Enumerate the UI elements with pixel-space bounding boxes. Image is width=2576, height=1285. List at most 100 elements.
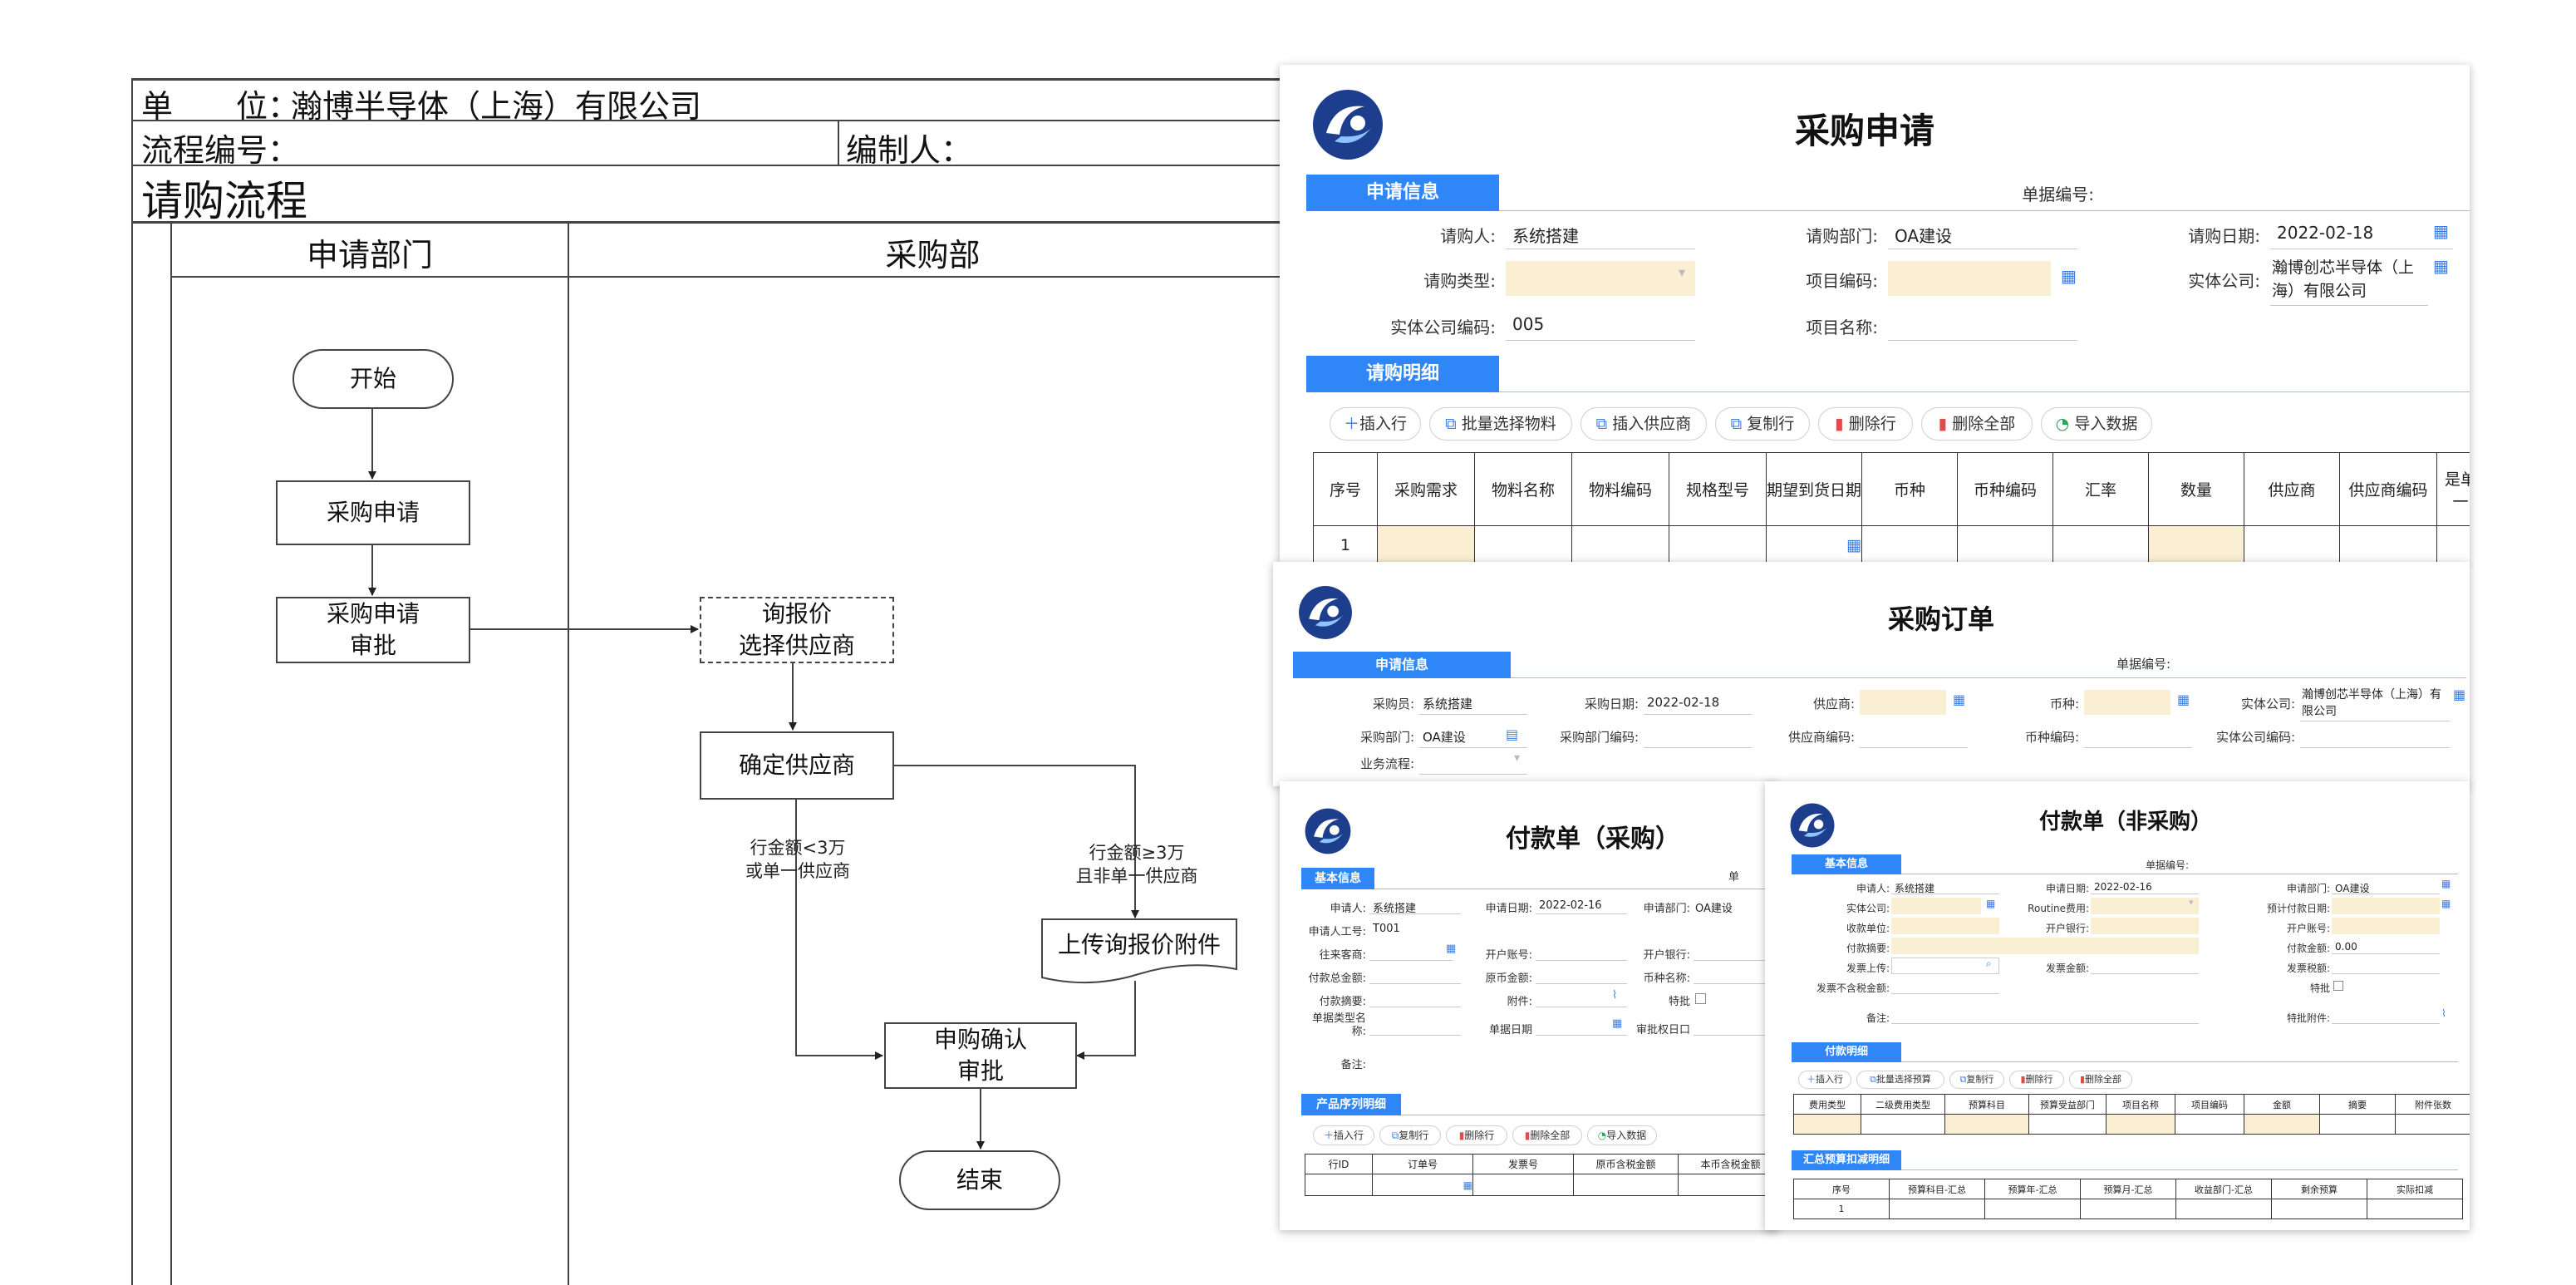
lookup-icon[interactable]: ▦	[1372, 1174, 1473, 1196]
table-cell[interactable]	[1793, 1114, 1861, 1135]
invoice-upload-field[interactable]	[1891, 958, 1999, 974]
dept-field[interactable]	[1419, 725, 1527, 748]
insert-supplier-button[interactable]: ⧉ 插入供应商	[1581, 407, 1707, 441]
table-cell[interactable]	[1474, 525, 1572, 564]
flow-select[interactable]	[1419, 751, 1527, 775]
batch-select-budget-button[interactable]: ⧉批量选择预算	[1856, 1071, 1944, 1089]
lookup-icon[interactable]: ▦	[1986, 898, 1996, 909]
lookup-icon[interactable]: ▦	[2433, 256, 2449, 276]
delete-row-button[interactable]: ▮删除行	[2009, 1071, 2064, 1089]
attachment-field[interactable]	[1536, 989, 1627, 1007]
applicant-field[interactable]	[1891, 878, 1999, 894]
table-cell[interactable]	[1305, 1174, 1373, 1196]
insert-row-button[interactable]: ＋插入行	[1798, 1071, 1851, 1089]
table-cell[interactable]	[1957, 525, 2053, 564]
lookup-icon[interactable]: ▦	[2453, 687, 2466, 702]
copy-row-button[interactable]: ⧉复制行	[1949, 1071, 2004, 1089]
chevron-down-icon[interactable]: ▾	[2189, 897, 2194, 908]
applicant-field[interactable]	[1369, 896, 1461, 914]
entity-field[interactable]	[2300, 685, 2450, 721]
table-cell[interactable]	[2052, 525, 2149, 564]
requester-field[interactable]	[1506, 218, 1695, 249]
type-select[interactable]	[1506, 261, 1695, 296]
delete-row-button[interactable]: ▮删除行	[1446, 1125, 1507, 1145]
summary-field[interactable]	[1891, 938, 2199, 954]
table-cell[interactable]	[1944, 1114, 2029, 1135]
project-code-field[interactable]	[1888, 261, 2051, 296]
special-checkbox[interactable]	[2333, 981, 2343, 991]
special-checkbox[interactable]	[1695, 993, 1706, 1004]
lookup-icon[interactable]: ▦	[2441, 878, 2451, 889]
orig-amount-field[interactable]	[1536, 966, 1627, 984]
entity-field[interactable]	[2270, 256, 2428, 306]
supplier-code-field[interactable]	[1860, 725, 1968, 748]
table-cell[interactable]	[2339, 525, 2437, 564]
invoice-excl-field[interactable]	[1891, 977, 1999, 994]
copy-row-button[interactable]: ⧉复制行	[1379, 1125, 1441, 1145]
project-name-field[interactable]	[1888, 309, 2077, 341]
date-field[interactable]	[1536, 896, 1627, 914]
date-field[interactable]	[2091, 878, 2199, 894]
invoice-tax-field[interactable]	[2332, 958, 2440, 974]
expected-date-field[interactable]	[2332, 898, 2440, 914]
bank-field[interactable]	[2091, 918, 2199, 934]
date-field[interactable]	[1644, 692, 1752, 715]
table-cell[interactable]	[1861, 1114, 1945, 1135]
dept-field[interactable]	[2332, 878, 2440, 894]
dept-field[interactable]	[1888, 218, 2077, 249]
import-data-button[interactable]: ◔ 导入数据	[2041, 407, 2152, 441]
table-cell[interactable]	[2244, 525, 2340, 564]
buyer-field[interactable]	[1419, 692, 1527, 715]
batch-select-material-button[interactable]: ⧉ 批量选择物料	[1429, 407, 1572, 441]
summary-field[interactable]	[1369, 989, 1461, 1007]
paperclip-icon[interactable]: ⌇	[2441, 1007, 2446, 1019]
table-cell[interactable]	[2028, 1114, 2107, 1135]
search-icon[interactable]: ⌕	[1986, 958, 1992, 969]
account-no-field[interactable]	[1536, 943, 1627, 961]
date-field[interactable]	[2270, 218, 2453, 249]
table-cell[interactable]	[2106, 1114, 2175, 1135]
dept-code-field[interactable]	[1644, 725, 1752, 748]
lookup-icon[interactable]: ▦	[2061, 266, 2077, 286]
customer-field[interactable]	[1369, 943, 1453, 961]
calendar-icon[interactable]: ▦	[2441, 898, 2451, 909]
table-cell[interactable]	[1678, 1174, 1778, 1196]
calendar-icon[interactable]: ▦	[1766, 525, 1862, 564]
insert-row-button[interactable]: ＋插入行	[1313, 1125, 1374, 1145]
currency-field[interactable]	[2084, 690, 2170, 715]
delete-row-button[interactable]: ▮ 删除行	[1818, 407, 1913, 441]
table-cell[interactable]	[2436, 525, 2470, 564]
table-cell[interactable]	[1472, 1174, 1574, 1196]
table-cell[interactable]	[2148, 525, 2244, 564]
chevron-down-icon[interactable]: ▾	[1679, 264, 1686, 280]
entity-field[interactable]	[1891, 898, 1981, 914]
calendar-icon[interactable]: ▦	[2433, 221, 2449, 241]
table-cell[interactable]	[2175, 1114, 2244, 1135]
payee-field[interactable]	[1891, 918, 1999, 934]
table-cell[interactable]	[1571, 525, 1669, 564]
routine-select[interactable]	[2091, 898, 2199, 914]
doc-date-field[interactable]	[1536, 1017, 1627, 1036]
lookup-icon[interactable]: ▦	[1953, 692, 1966, 707]
invoice-amount-field[interactable]	[2091, 958, 2199, 974]
total-field[interactable]	[1369, 966, 1461, 984]
lookup-icon[interactable]: ▤	[1506, 726, 1519, 742]
entity-code-field[interactable]	[1506, 309, 1695, 341]
delete-all-button[interactable]: ▮ 删除全部	[1921, 407, 2033, 441]
table-cell[interactable]	[1377, 525, 1475, 564]
delete-all-button[interactable]: ▮删除全部	[2069, 1071, 2132, 1089]
special-attach-field[interactable]	[2332, 1007, 2440, 1024]
approve-date-field[interactable]	[1694, 1017, 1777, 1036]
amount-field[interactable]	[2332, 938, 2440, 954]
import-data-button[interactable]: ◔导入数据	[1587, 1125, 1657, 1145]
lookup-icon[interactable]: ▦	[2177, 692, 2190, 707]
table-cell[interactable]	[2319, 1114, 2396, 1135]
chevron-down-icon[interactable]: ▾	[1514, 751, 1521, 765]
currency-name-field[interactable]	[1694, 966, 1777, 984]
supplier-field[interactable]	[1860, 690, 1946, 715]
currency-code-field[interactable]	[2084, 725, 2192, 748]
paperclip-icon[interactable]: ⌇	[1612, 989, 1618, 1002]
table-cell[interactable]	[1669, 525, 1767, 564]
copy-row-button[interactable]: ⧉ 复制行	[1715, 407, 1810, 441]
doc-type-field[interactable]	[1369, 1017, 1461, 1036]
